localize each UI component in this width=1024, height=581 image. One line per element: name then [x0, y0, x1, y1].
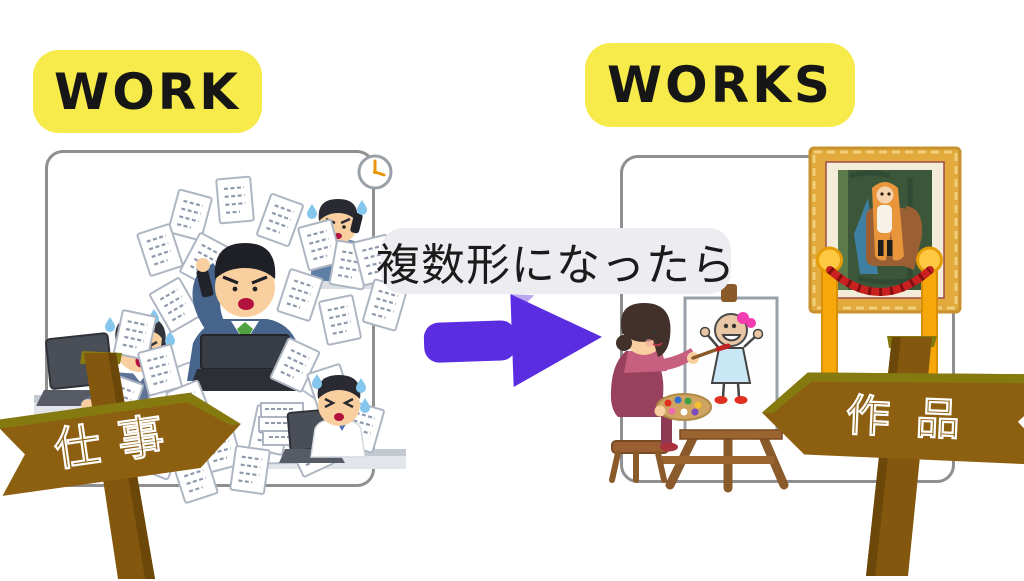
- works-badge: WORKS: [585, 43, 855, 127]
- doll-in-painting: [866, 182, 923, 270]
- sign-right-label: 作品: [845, 390, 987, 447]
- canvas-drawing: [699, 312, 764, 404]
- painter-woman: [609, 303, 731, 483]
- caption-band: 複数形になったら: [376, 228, 735, 294]
- worker-bottom-right: [258, 374, 370, 463]
- worker-phone-center: [187, 243, 303, 391]
- arrow-right-icon: [423, 294, 602, 388]
- signpost-works: 作品: [762, 336, 1024, 576]
- caption-text: 複数形になったら: [376, 240, 736, 291]
- work-badge-label: WORK: [54, 62, 241, 121]
- signpost-work: 仕事: [0, 351, 241, 579]
- clock-icon: [357, 154, 393, 190]
- work-badge: WORK: [33, 50, 262, 133]
- palette-icon: [654, 393, 712, 421]
- works-badge-label: WORKS: [607, 56, 833, 114]
